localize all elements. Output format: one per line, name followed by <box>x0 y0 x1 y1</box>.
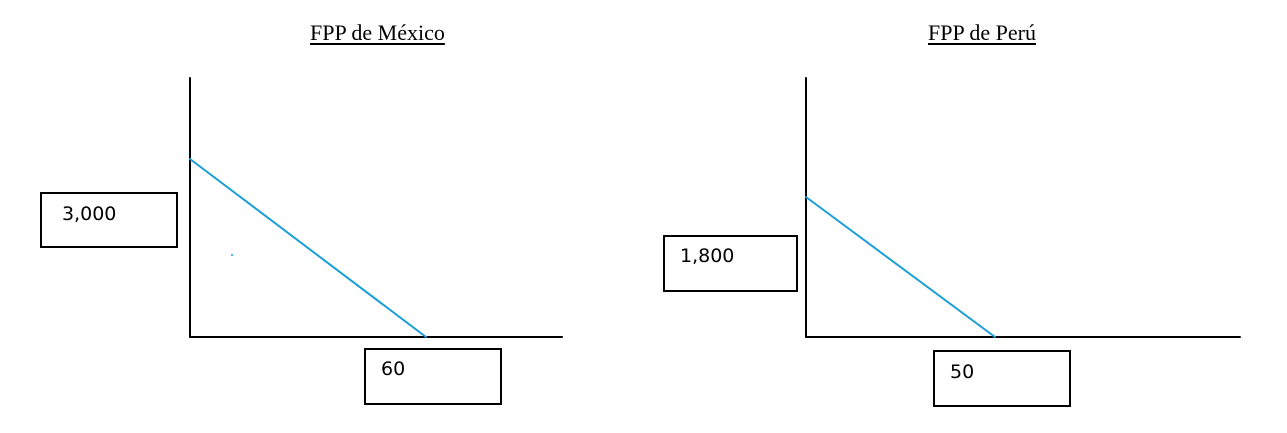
chart-title-mexico: FPP de México <box>310 20 445 45</box>
mexico-x-intercept-label: 60 <box>381 358 406 380</box>
peru-y-intercept-label: 1,800 <box>680 245 735 267</box>
peru-ppf-line <box>805 196 996 338</box>
chart-mexico <box>189 77 563 338</box>
mexico-y-intercept-box: 3,000 <box>40 192 178 248</box>
chart-title-peru: FPP de Perú <box>928 20 1036 45</box>
peru-x-intercept-box: 50 <box>933 350 1071 407</box>
peru-x-intercept-label: 50 <box>950 361 975 383</box>
mexico-x-intercept-box: 60 <box>364 348 502 405</box>
mexico-stray-dot <box>231 254 233 256</box>
peru-y-intercept-box: 1,800 <box>663 235 798 292</box>
mexico-ppf-line <box>189 158 427 338</box>
chart-peru <box>805 77 1241 338</box>
mexico-y-intercept-label: 3,000 <box>62 203 117 225</box>
